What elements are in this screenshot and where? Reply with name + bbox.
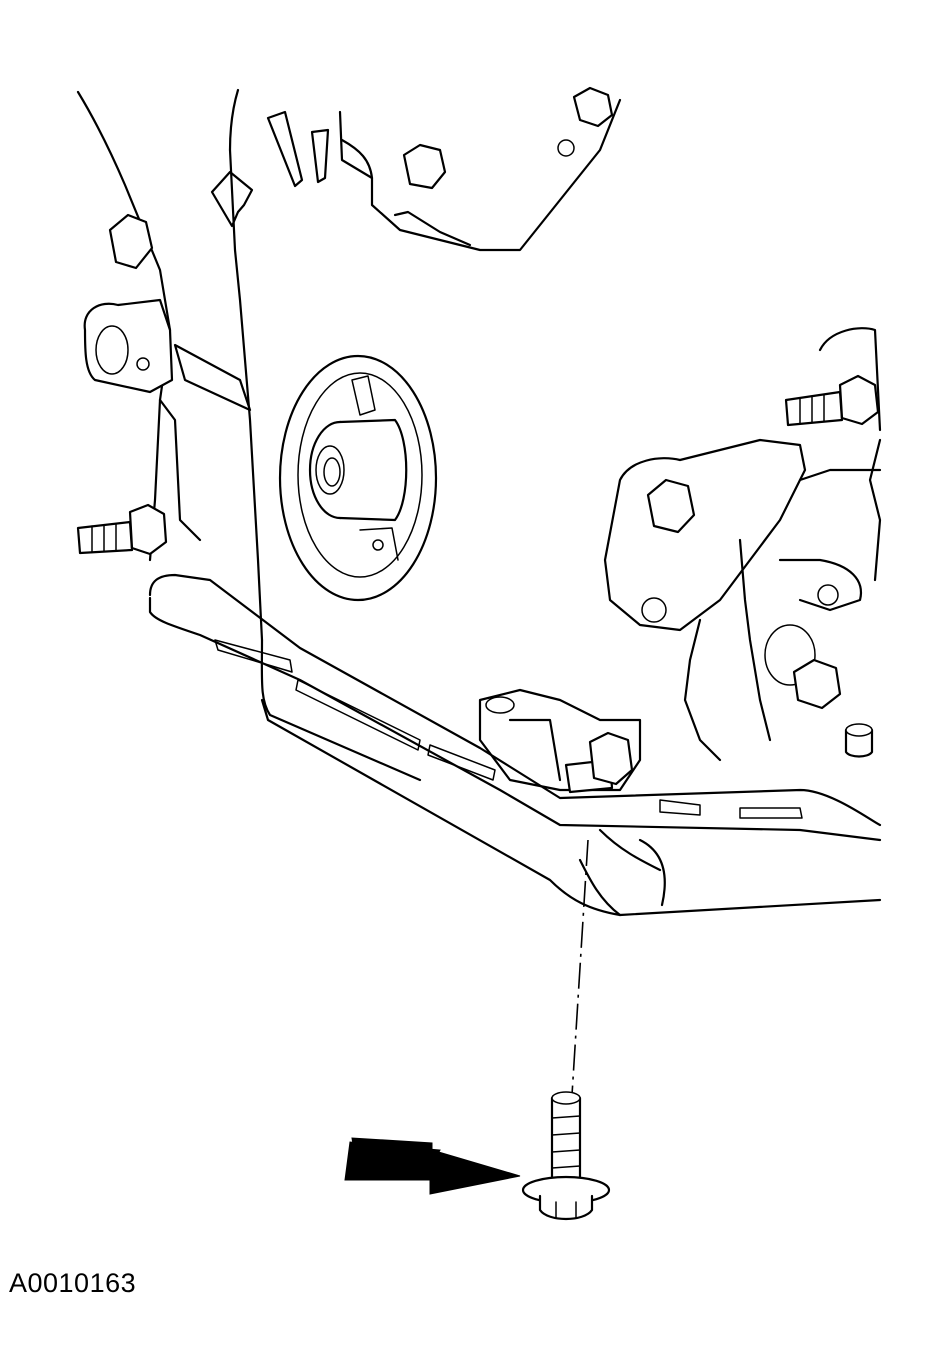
oil-pan — [260, 638, 882, 917]
stud-bolt-right — [784, 374, 880, 427]
lower-mount-block — [478, 688, 642, 794]
hex-bolt-top-center — [402, 143, 447, 190]
hex-bolt-top-right — [557, 86, 614, 157]
stud-bolt-left — [76, 503, 168, 556]
indicator-arrow[interactable] — [344, 1137, 521, 1195]
hex-bolt-right-middle — [764, 624, 842, 710]
engine-mount-boss-left — [83, 298, 252, 412]
oil-pan-flange — [148, 573, 882, 842]
dowel-pin-right — [844, 723, 874, 758]
figure-id-label: A0010163 — [9, 1268, 137, 1298]
oil-pan-bolt — [521, 1091, 611, 1220]
installation-guide-line — [571, 839, 589, 1096]
hex-bolt-upper-left — [108, 213, 154, 270]
engine-front-cover — [76, 88, 622, 642]
crankshaft-pulley — [278, 354, 438, 602]
right-bracket-assembly — [603, 327, 882, 762]
